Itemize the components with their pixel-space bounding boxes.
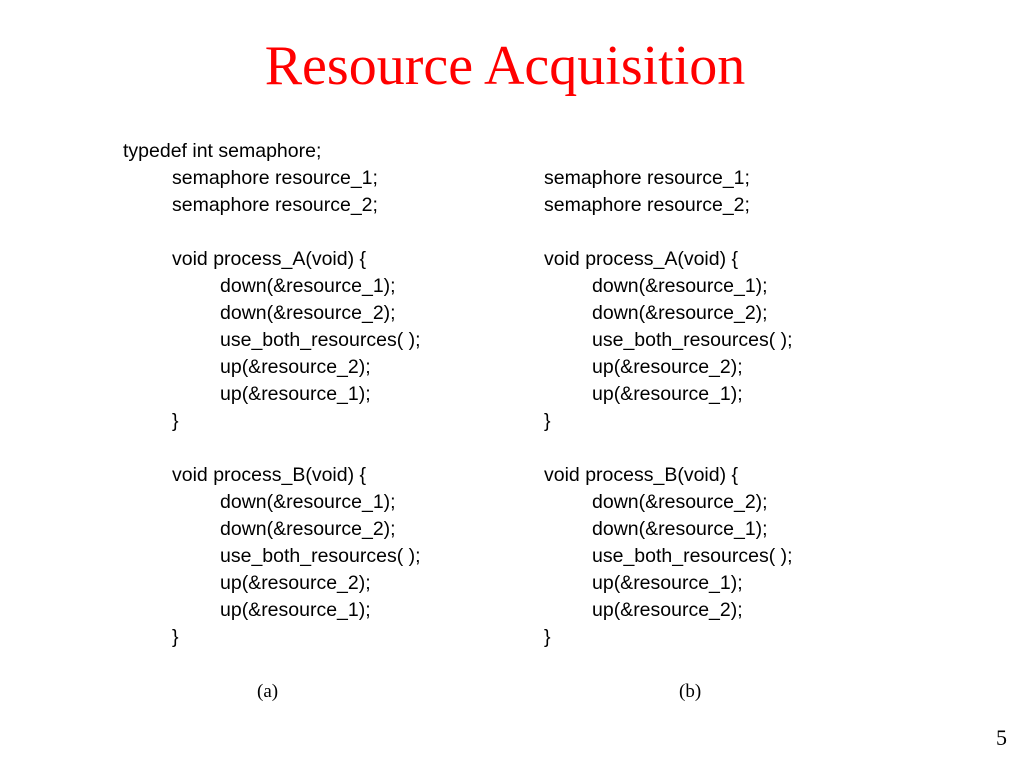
code-line: up(&resource_2); [220,572,371,594]
caption-b: (b) [679,681,702,702]
code-line: use_both_resources( ); [220,545,421,567]
code-line: } [544,410,551,432]
code-line: down(&resource_1); [220,275,396,297]
code-line: down(&resource_2); [592,302,768,324]
code-line: down(&resource_2); [220,518,396,540]
code-line: void process_B(void) { [172,464,367,486]
code-line: use_both_resources( ); [592,545,793,567]
code-line: } [172,410,179,432]
code-line: up(&resource_1); [220,599,371,621]
code-line: down(&resource_2); [220,302,396,324]
page-number: 5 [996,725,1007,750]
code-line: up(&resource_2); [592,599,743,621]
code-line: semaphore resource_2; [544,194,750,216]
code-line: void process_A(void) { [544,248,739,270]
code-line: semaphore resource_1; [544,167,750,189]
code-line: void process_A(void) { [172,248,367,270]
code-line: down(&resource_1); [592,275,768,297]
code-line: up(&resource_1); [592,383,743,405]
code-line: } [544,626,551,648]
code-line: use_both_resources( ); [220,329,421,351]
code-line: use_both_resources( ); [592,329,793,351]
code-line: down(&resource_1); [592,518,768,540]
slide-title: Resource Acquisition [264,35,746,97]
code-line: } [172,626,179,648]
caption-a: (a) [257,681,279,702]
typedef-line: typedef int semaphore; [123,140,322,162]
code-line: semaphore resource_1; [172,167,378,189]
code-line: up(&resource_1); [592,572,743,594]
code-line: down(&resource_2); [592,491,768,513]
code-line: semaphore resource_2; [172,194,378,216]
code-line: down(&resource_1); [220,491,396,513]
code-line: up(&resource_2); [592,356,743,378]
code-line: up(&resource_2); [220,356,371,378]
code-line: void process_B(void) { [544,464,739,486]
code-line: up(&resource_1); [220,383,371,405]
